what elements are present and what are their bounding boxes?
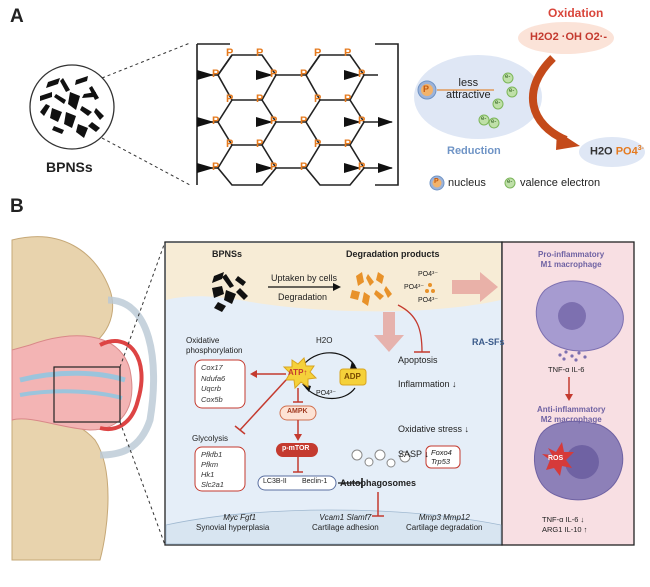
bpns-label: BPNSs (46, 159, 93, 175)
m1-cytokines: TNF-α IL-6 (548, 365, 585, 374)
p-atom: P (344, 138, 352, 150)
nucleus-p-label: P (423, 84, 430, 94)
oxidants-ellipse (518, 22, 614, 54)
m1-title: Pro-inflammatory M1 macrophage (538, 250, 605, 269)
cartilage-adhesion: Vcam1 Slamf7 Cartilage adhesion (312, 513, 379, 532)
p-atom: P (256, 47, 264, 59)
m2-outcome: TNF-α IL-6 ↓ ARG1 IL-10 ↑ (542, 515, 588, 534)
po4-label-1: PO4³⁻ (418, 271, 439, 278)
synovial-hyperplasia: Myc Fgf1 Synovial hyperplasia (196, 513, 270, 532)
legend-nucleus-label: nucleus (448, 177, 486, 189)
adp-label: ADP (344, 372, 361, 381)
beclin-label: Beclin-1 (302, 478, 328, 485)
p-atom: P (358, 161, 366, 173)
p-atom: P (270, 161, 278, 173)
p-atom: P (358, 68, 366, 80)
glycolysis-genes: Pfkfb1 Pfkm Hk1 Slc2a1 (201, 450, 224, 489)
legend-nucleus-icon (429, 175, 445, 191)
mtor-node (276, 443, 318, 457)
mtor-label: p-mTOR (282, 445, 310, 452)
reduction-title: Reduction (447, 145, 501, 157)
degradation-products-title: Degradation products (346, 249, 440, 259)
lc3b-beclin-node (257, 475, 337, 491)
products-label: H2O PO43- (590, 145, 644, 158)
p-atom: P (300, 161, 308, 173)
po4-label-2: PO4³⁻ (404, 284, 425, 291)
joint-illustration (11, 236, 158, 561)
electrons-icon (478, 72, 518, 129)
p-atom: P (256, 93, 264, 105)
oxidative-stress-label: Oxidative stress ↓ (398, 424, 470, 434)
inflammation-label: Inflammation ↓ (398, 379, 457, 389)
ros-label: ROS (548, 455, 564, 462)
sasp-label: SASP ↓ (398, 449, 429, 459)
degradation-products-icon (350, 272, 392, 306)
degradation-label: Degradation (278, 292, 328, 302)
zoom-box (53, 366, 121, 423)
bpns-title: BPNSs (212, 249, 243, 259)
panel-b-letter: B (10, 196, 24, 217)
oxphos-genes: Cox17 Ndufa6 Uqcrb Cox5b (201, 363, 226, 404)
sasp-gene-box (425, 445, 461, 469)
legend-electron-icon (504, 177, 516, 189)
uptake-label: Uptaken by cells (271, 273, 338, 283)
rasfs-label: RA-SFs (472, 337, 505, 347)
adp-box (339, 368, 367, 386)
autophagosomes-label: Autophagosomes (340, 478, 417, 488)
sasp-genes: Foxo4 Trp53 (431, 448, 452, 466)
m2-macrophage-icon (534, 420, 624, 501)
p-atom: P (270, 68, 278, 80)
m2-title: Anti-inflammatory M2 macrophage (537, 405, 606, 424)
oxphos-title: Oxidative phosphorylation (186, 336, 243, 355)
glycolysis-title: Glycolysis (192, 434, 229, 443)
atp-label: ATP↑ (288, 368, 308, 377)
p-atom: P (300, 68, 308, 80)
p-atom: P (358, 115, 366, 127)
bpns-circle-icon (29, 64, 115, 150)
po4-cycle-label: PO4³⁻ (316, 390, 337, 397)
extracellular-region (166, 243, 501, 312)
p-atom: P (314, 47, 322, 59)
p-atom: P (226, 47, 234, 59)
less-attractive-label: less attractive (446, 77, 491, 101)
lc3b-label: LC3B-II (263, 478, 287, 485)
oxidants-label: H2O2 ·OH O2·- (530, 31, 608, 43)
p-atom: P (226, 93, 234, 105)
autophagosome-icon (351, 449, 411, 468)
p-atom: P (344, 47, 352, 59)
legend-nucleus-p: P (434, 178, 439, 185)
p-atom: P (314, 138, 322, 150)
m1-macrophage-icon (535, 280, 624, 352)
glycolysis-gene-box (194, 446, 246, 492)
ampk-label: AMPK (287, 408, 308, 415)
cartilage-degradation: Mmp3 Mmp12 Cartilage degradation (406, 513, 483, 532)
legend-electron-label: valence electron (520, 177, 601, 189)
phosphorene-lattice (196, 43, 399, 186)
panel-a-letter: A (10, 6, 24, 27)
apoptosis-label: Apoptosis (398, 355, 438, 365)
p-atom: P (270, 115, 278, 127)
oxphos-gene-box (194, 359, 246, 409)
p-atom: P (300, 115, 308, 127)
nucleus-icon (417, 80, 437, 100)
p-atom: P (212, 68, 220, 80)
products-ellipse (579, 137, 645, 167)
p-atom: P (314, 93, 322, 105)
p-atom: P (256, 138, 264, 150)
p-atom: P (212, 115, 220, 127)
p-atom: P (226, 138, 234, 150)
p-atom: P (212, 161, 220, 173)
oxidation-title: Oxidation (548, 6, 604, 20)
po4-label-3: PO4³⁻ (418, 297, 439, 304)
p-atom: P (344, 93, 352, 105)
bpns-flakes-icon (212, 272, 248, 312)
atp-burst-icon (282, 357, 318, 390)
h2o-label: H2O (316, 336, 333, 345)
legend-electron-symbol: e- (507, 179, 513, 185)
